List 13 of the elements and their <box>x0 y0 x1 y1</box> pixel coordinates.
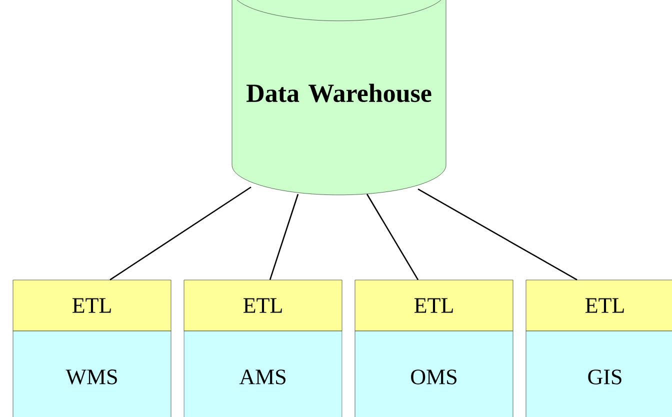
connector-line <box>110 186 252 280</box>
connector-line <box>418 188 578 280</box>
connector-line <box>366 194 419 280</box>
system-box: AMS <box>184 330 342 417</box>
system-box: GIS <box>526 330 672 417</box>
etl-box: ETL <box>184 280 342 332</box>
etl-box: ETL <box>12 280 172 332</box>
etl-box: ETL <box>526 280 672 332</box>
system-box: WMS <box>12 330 172 417</box>
system-box: OMS <box>354 330 514 417</box>
etl-box: ETL <box>354 280 514 332</box>
connector-line <box>269 194 299 280</box>
database-cylinder: Data Warehouse <box>232 0 446 196</box>
